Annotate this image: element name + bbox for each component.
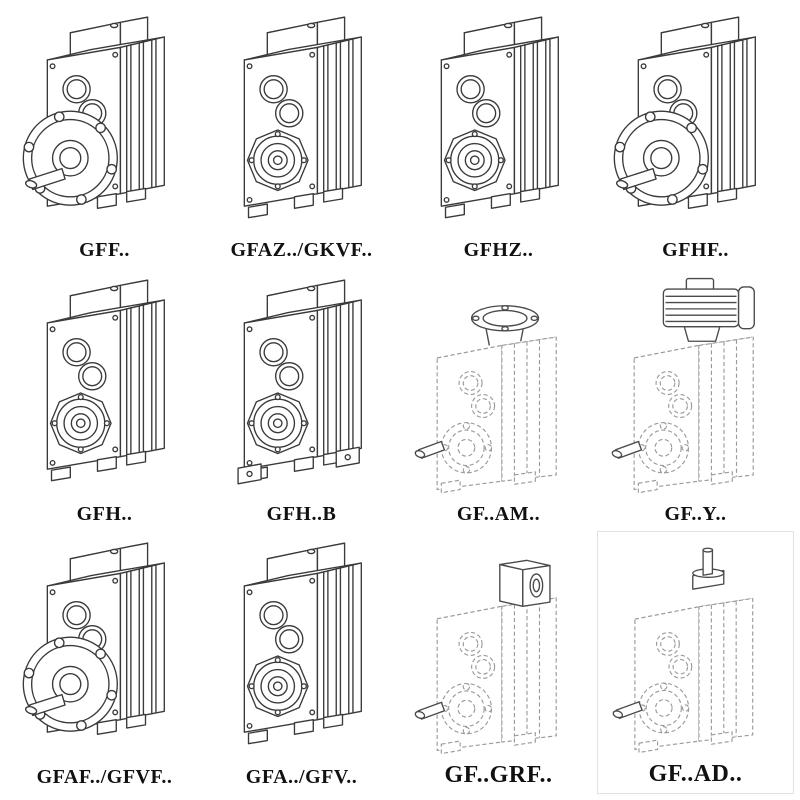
gearbox-hollow-shaft-drawing [402, 6, 595, 239]
model-label: GFHZ.. [463, 239, 534, 262]
gearbox-phantom-adapter-drawing [402, 533, 595, 762]
gearbox-phantom-motor-drawing [599, 269, 792, 502]
model-label: GF..GRF.. [444, 761, 553, 788]
model-label: GFA../GFV.. [245, 766, 358, 788]
model-label: GFH..B [266, 502, 337, 525]
model-label: GFAF../GFVF.. [36, 766, 173, 788]
catalog-item-gfhz: GFHZ.. [400, 4, 597, 267]
model-label: GF..AD.. [648, 760, 743, 787]
model-label: GF..Y.. [664, 502, 727, 525]
catalog-item-gf-grf: GF..GRF.. [400, 531, 597, 794]
catalog-item-gfhf: GFHF.. [597, 4, 794, 267]
gearbox-hollow-shaft-drawing [205, 6, 398, 239]
model-label: GFF.. [79, 239, 130, 262]
catalog-item-gf-am: GF..AM.. [400, 267, 597, 530]
catalog-item-gfaf-gfvf: GFAF../GFVF.. [6, 531, 203, 794]
model-label: GFH.. [76, 502, 133, 525]
catalog-item-gf-y: GF..Y.. [597, 267, 794, 530]
model-label: GF..AM.. [456, 502, 541, 525]
catalog-item-gf-ad: GF..AD.. [597, 530, 794, 794]
gearbox-flange-output-drawing [8, 533, 201, 766]
catalog-item-gfh-b: GFH..B [203, 267, 400, 530]
gearbox-hollow-shaft-drawing [205, 533, 398, 766]
gearbox-foot-mounted-drawing [205, 269, 398, 502]
catalog-item-gff: GFF.. [6, 4, 203, 267]
model-label: GFAZ../GKVF.. [230, 239, 373, 262]
model-label: GFHF.. [662, 239, 729, 262]
catalog-item-gfa-gfv: GFA../GFV.. [203, 531, 400, 794]
catalog-item-gfh: GFH.. [6, 267, 203, 530]
gearbox-hollow-shaft-drawing [8, 269, 201, 502]
catalog-item-gfaz-gkvf: GFAZ../GKVF.. [203, 4, 400, 267]
gearbox-phantom-input-shaft-drawing [600, 534, 791, 761]
gearbox-flange-output-drawing [8, 6, 201, 239]
gearbox-phantom-input-flange-drawing [402, 269, 595, 502]
gearbox-flange-output-drawing [599, 6, 792, 239]
